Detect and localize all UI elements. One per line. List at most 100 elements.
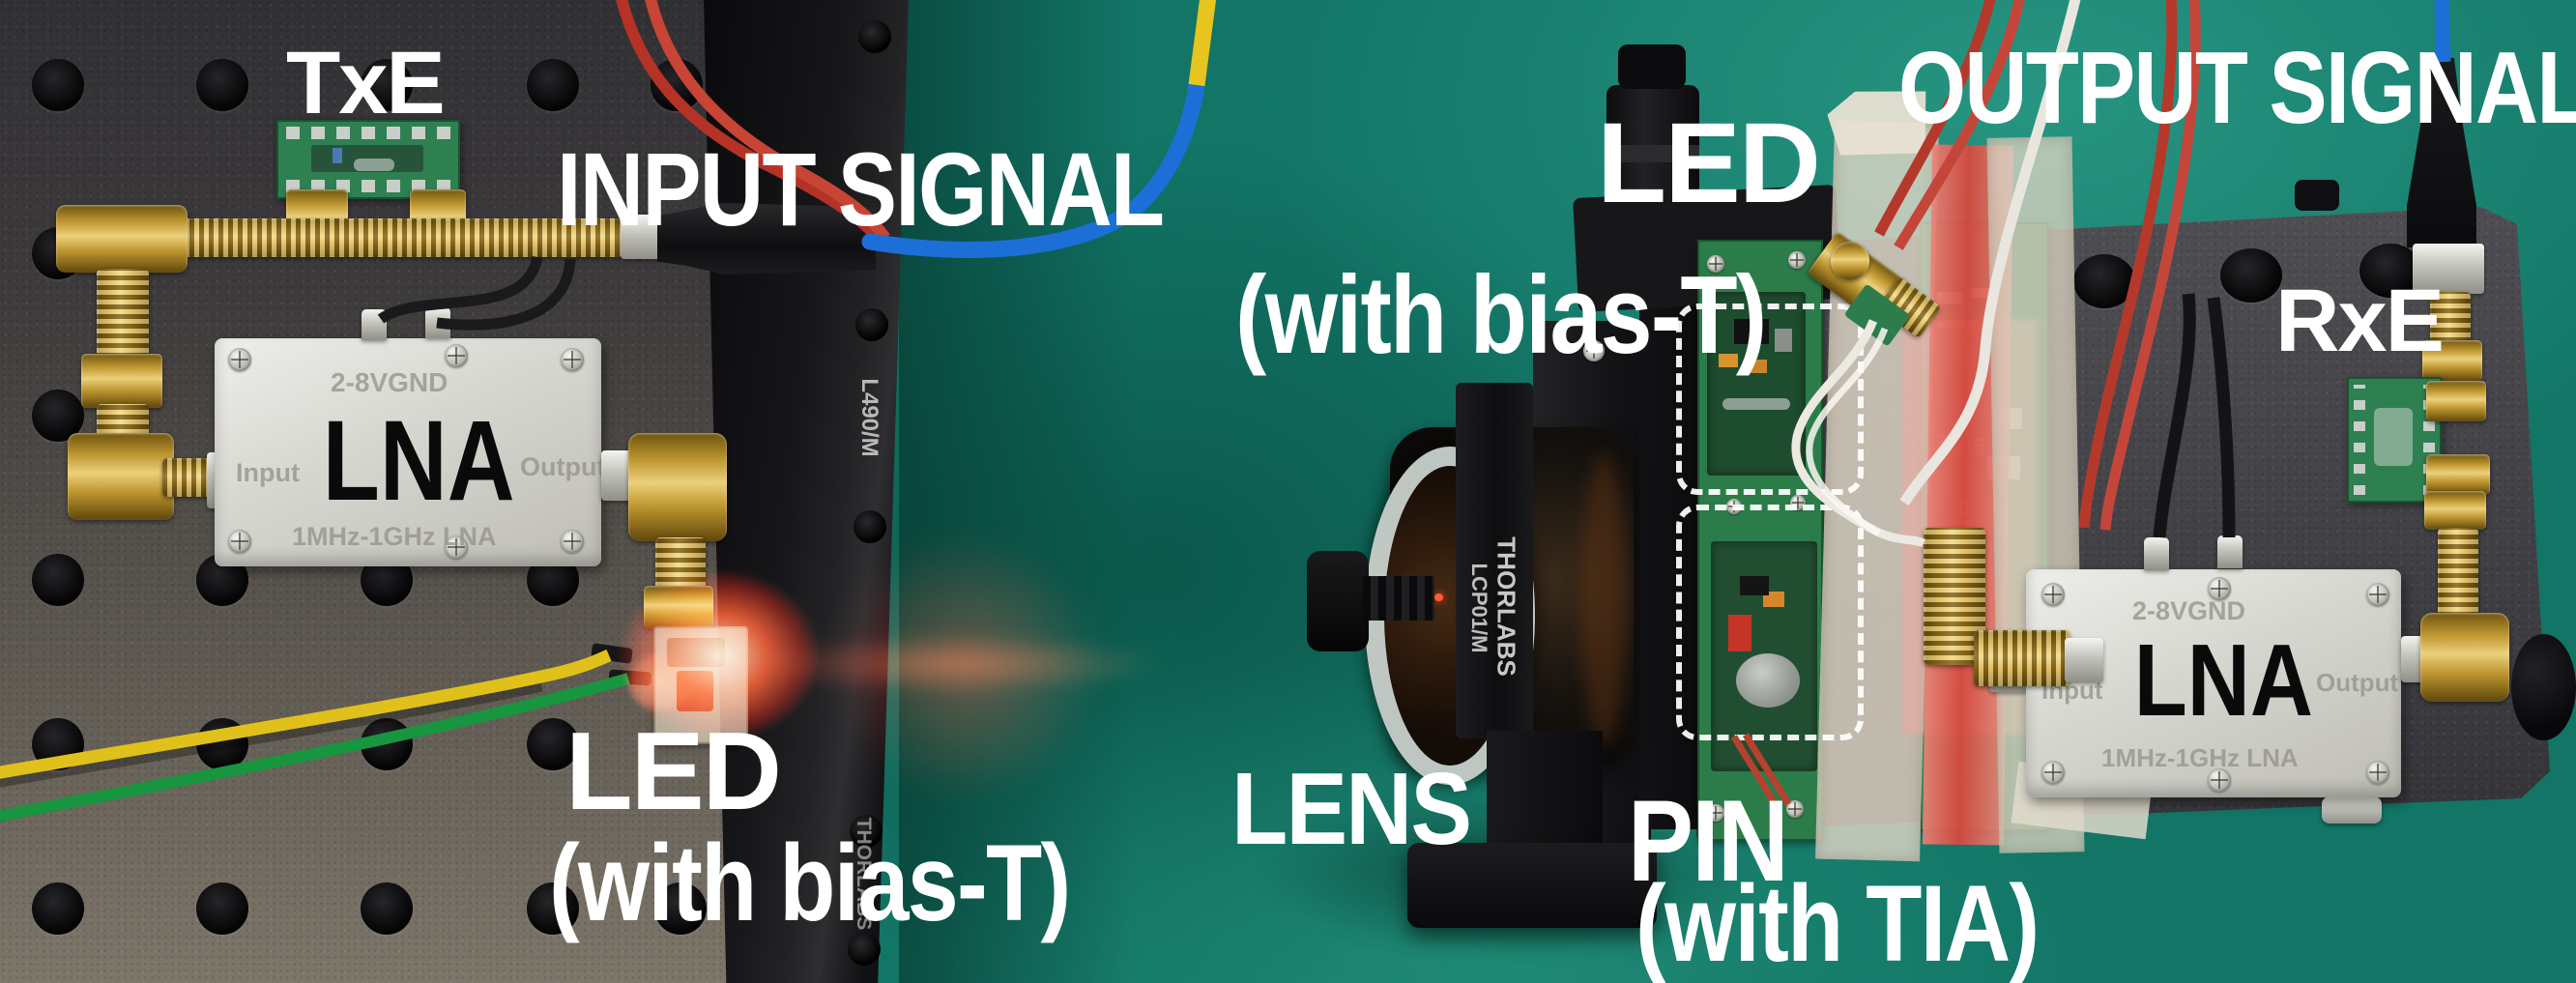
sma-stub-lna-input (162, 458, 215, 497)
board-hole (2073, 254, 2135, 308)
screw-icon (2208, 768, 2231, 792)
rxe-silver-hex (2413, 244, 2484, 294)
board-hole (361, 718, 413, 770)
led-center-label: LED (1597, 100, 1821, 227)
lna-left-label: LNA (322, 397, 515, 525)
txe-pad-row-top (286, 127, 450, 139)
dashed-box-pin-module (1676, 505, 1864, 740)
pcb-hole (1707, 804, 1724, 822)
screw-icon (228, 348, 251, 371)
orange-capacitor (1746, 360, 1767, 373)
component (1775, 329, 1792, 352)
screw-icon (2366, 761, 2389, 784)
screw-icon (228, 530, 251, 553)
lens-base (1407, 843, 1657, 928)
screw-icon (1583, 340, 1605, 361)
screw-icon (2041, 761, 2065, 784)
lna-right-print-range: 1MHz-1GHz LNA (2101, 743, 2299, 772)
sma-threaded-rod (180, 218, 622, 257)
input-signal-label: INPUT SIGNAL (557, 130, 1165, 247)
rxe-elbow-upper (2426, 381, 2486, 421)
lens-bracket-bar (1456, 383, 1533, 738)
rxe-label: RxE (2275, 272, 2445, 370)
sma-silver-tip (2065, 638, 2103, 682)
lna-right-post (2144, 537, 2169, 570)
sma-elbow-center (1974, 630, 2070, 686)
lna-left-print-output: Output (520, 452, 606, 481)
board-hole (527, 59, 579, 111)
solder-strip (1722, 398, 1790, 410)
board-hole (2359, 244, 2421, 298)
board-hole (32, 59, 84, 111)
red-component (1728, 615, 1751, 651)
output-signal-label: OUTPUT SIGNAL (1898, 31, 2576, 145)
board-hole (196, 718, 248, 770)
board-hole (32, 882, 84, 935)
screw-icon (2366, 583, 2389, 606)
led-glow-on-plate (831, 532, 1102, 802)
sma-coupler-hex (81, 354, 162, 408)
orange-capacitor (1719, 354, 1738, 367)
pcb-hole (1786, 800, 1804, 818)
lna-left-post (362, 309, 387, 340)
lna-right-print-top: 2-8VGND (2132, 596, 2246, 625)
led-sma-ring (1831, 242, 1869, 280)
sma-rod-vertical (97, 269, 149, 358)
sma-elbow-to-lna (68, 433, 174, 520)
board-standoff-bolt (2295, 180, 2339, 211)
pin-tia-module (1711, 541, 1817, 771)
plate-model-text: L490/M (856, 378, 883, 457)
lna-left-print-top: 2-8VGND (331, 367, 449, 397)
screw-icon (561, 348, 584, 371)
board-hole (361, 59, 413, 111)
lna-left-print-range: 1MHz-1GHz LNA (292, 522, 497, 551)
ic-chip (1734, 319, 1769, 344)
txe-pad-row-bottom (286, 180, 450, 192)
rxe-nut-bottom (2424, 491, 2486, 530)
ic-chip (1740, 576, 1769, 595)
rxe-rod-top (2430, 292, 2471, 342)
mount-post-cap (1618, 44, 1686, 89)
led-left-sub-label: (with bias-T) (549, 823, 1071, 943)
rxe-elbow-lower (2426, 454, 2490, 495)
txe-pcb (276, 120, 460, 199)
lens-bracket-model: LCP01/M (1467, 563, 1491, 653)
lens-post (1487, 731, 1603, 858)
sma-elbow-top-left (56, 205, 188, 273)
tia-metal-can (1736, 653, 1800, 708)
board-hole (651, 59, 703, 111)
lna-left-print-input: Input (236, 458, 300, 487)
screw-icon (445, 535, 468, 559)
board-hole (196, 59, 248, 111)
side-knob (2511, 634, 2576, 740)
lens-bracket-brand: THORLABS (1491, 536, 1521, 677)
txe-capacitor (333, 148, 342, 163)
pcb-hole (1788, 251, 1806, 269)
rxe-pad-col (2354, 385, 2365, 495)
pin-sub-label: (with TIA) (1635, 863, 2040, 983)
board-foot (2322, 796, 2382, 824)
led-light-streak (744, 633, 1160, 695)
orange-capacitor (1763, 592, 1784, 607)
plate-bolt (858, 20, 891, 53)
txe-solder (354, 159, 394, 171)
lna-right-print-output: Output (2316, 668, 2399, 697)
led-driver-module (1707, 292, 1806, 476)
lens-knob-stem (1363, 576, 1434, 621)
rxe-rod-bottom (2438, 528, 2478, 617)
lna-left-post (425, 307, 450, 338)
board-hole (527, 882, 579, 935)
lna-right-label: LNA (2133, 623, 2313, 737)
lens-label: LENS (1231, 752, 1472, 866)
plate-bolt (855, 308, 888, 341)
txe-label: TxE (286, 34, 446, 132)
lens-amber-reflection (1581, 454, 1626, 744)
board-hole (196, 882, 248, 935)
mount-post-band (1606, 145, 1699, 162)
pcb-hole (1707, 255, 1724, 273)
board-hole (654, 882, 707, 935)
lens-adjust-knob (1307, 551, 1369, 651)
board-hole (32, 718, 84, 770)
pin-label: PIN (1628, 776, 1789, 906)
